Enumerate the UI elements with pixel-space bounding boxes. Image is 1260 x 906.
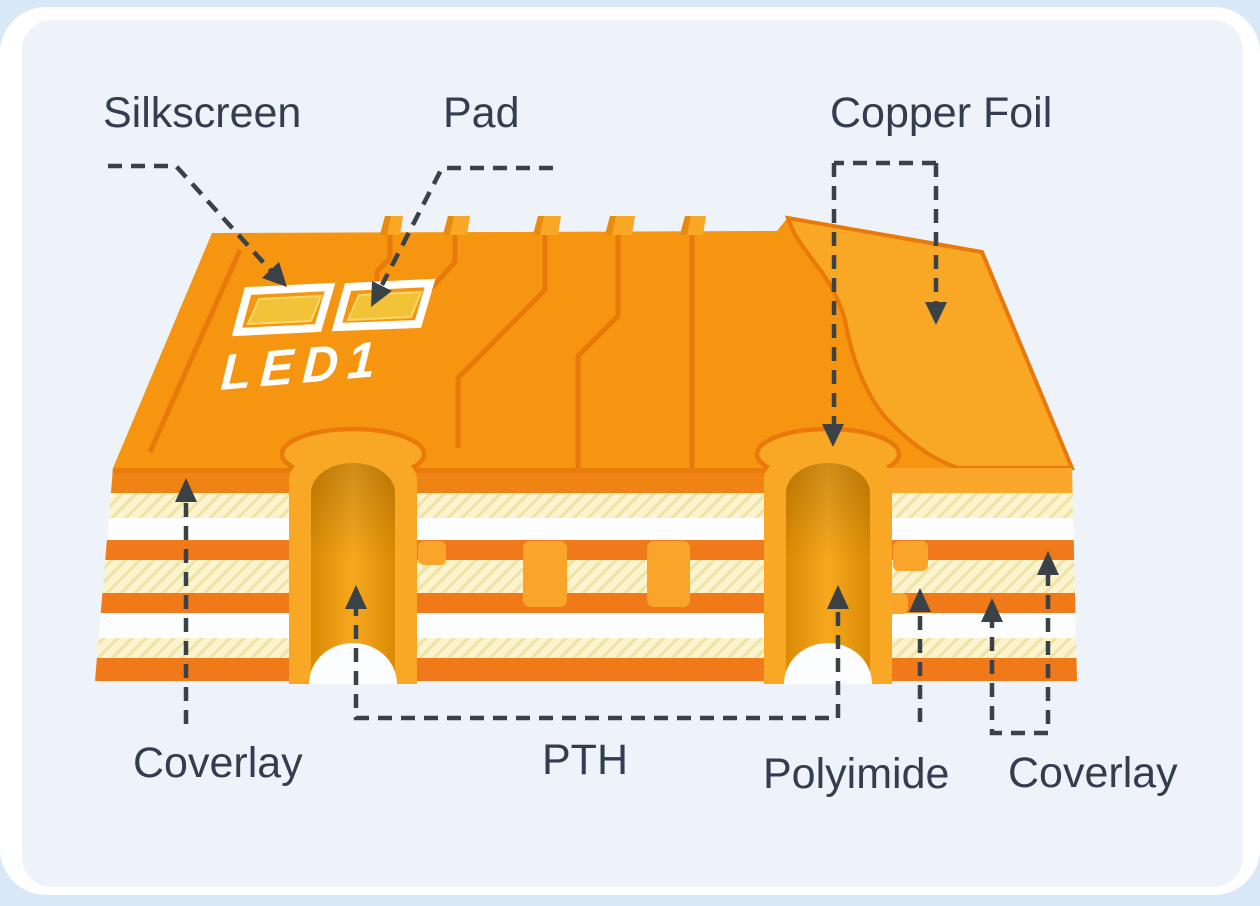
arrow-pad	[371, 281, 392, 307]
pad-left	[246, 294, 323, 326]
drill-exit-left	[309, 643, 397, 684]
arrow-polyimide	[909, 588, 931, 612]
arrow-coverlay-left	[175, 478, 197, 502]
layer-coverlay-top	[95, 493, 1077, 518]
label-silkscreen: Silkscreen	[103, 89, 301, 137]
pad-right	[346, 290, 423, 322]
annotation-connectors	[108, 160, 1051, 736]
embedded-copper-pads	[418, 541, 928, 614]
layer-polyimide-core	[95, 560, 1077, 593]
connector-silkscreen	[108, 163, 274, 274]
annotation-arrowheads	[175, 262, 1059, 622]
silkscreen-box-left	[231, 282, 336, 337]
arrow-coverlay-right-2	[1037, 551, 1059, 575]
label-coverlay-left: Coverlay	[133, 739, 303, 787]
connector-pth	[353, 602, 841, 721]
copper-pour	[785, 215, 1075, 470]
back-edge-tabs	[380, 216, 706, 235]
label-coverlay-right: Coverlay	[1008, 749, 1178, 797]
board-cross-section	[95, 468, 1077, 681]
copper-traces	[147, 235, 695, 468]
label-polyimide: Polyimide	[763, 750, 949, 798]
connector-coverlay-right	[989, 568, 1051, 736]
connector-pad	[379, 165, 553, 287]
arrow-coverlay-right-1	[981, 598, 1003, 622]
label-pad: Pad	[443, 89, 520, 137]
arrow-copper-foil-hole	[822, 424, 844, 447]
arrow-copper-foil-pour	[925, 302, 947, 325]
label-pth: PTH	[542, 736, 628, 784]
drill-exit-right	[784, 643, 872, 684]
arrow-silkscreen	[262, 262, 287, 287]
pth-barrel-left	[289, 449, 417, 684]
layer-coverlay-bottom	[95, 638, 1077, 658]
arrow-pth-left	[345, 585, 367, 609]
arrow-pth-right	[827, 585, 849, 609]
label-copper-foil: Copper Foil	[830, 89, 1052, 137]
layer-copper-1	[95, 540, 1077, 560]
pth-barrel-right	[764, 449, 892, 684]
annotation-labels: Silkscreen Pad Copper Foil Coverlay PTH …	[103, 89, 1178, 798]
silkscreen-box-right	[331, 278, 436, 332]
connector-copper-foil	[831, 160, 939, 425]
layer-copper-2	[95, 593, 1077, 613]
